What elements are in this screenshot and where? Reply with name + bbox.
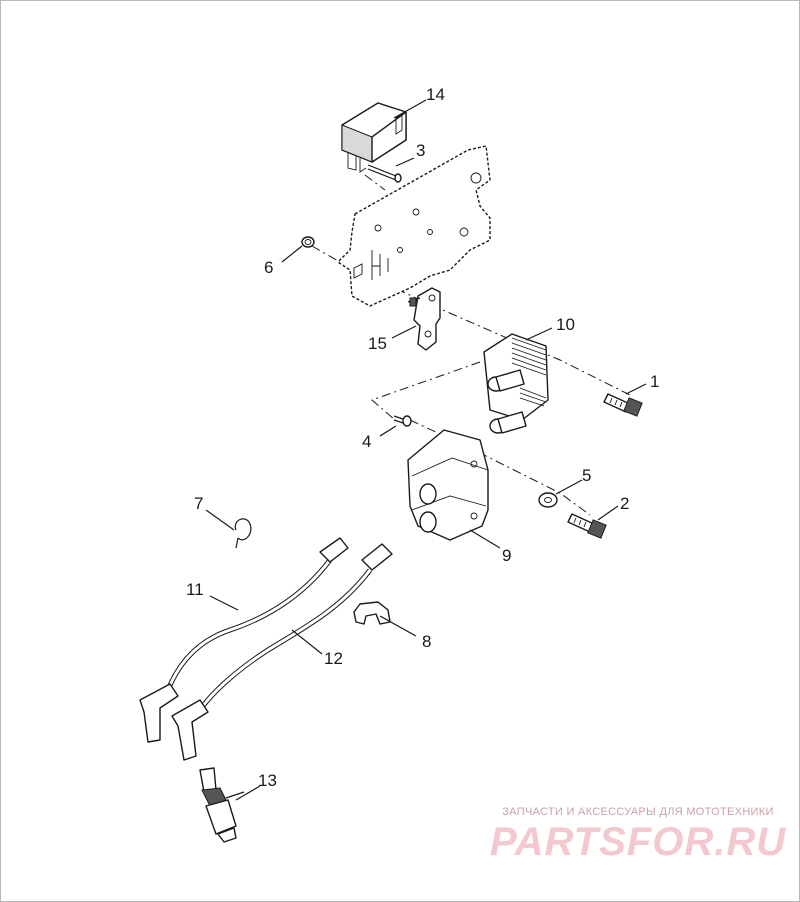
part-4-screw — [393, 415, 412, 427]
callout-7: 7 — [194, 494, 203, 513]
part-5-washer — [538, 492, 558, 508]
part-3-screw — [367, 164, 402, 183]
callout-11: 11 — [186, 580, 204, 599]
callout-13: 13 — [258, 771, 277, 790]
callout-6: 6 — [264, 258, 273, 277]
callout-12: 12 — [324, 649, 343, 668]
part-1-screw — [603, 393, 643, 417]
part-2-screw — [567, 513, 607, 539]
mounting-plate — [337, 145, 491, 307]
callout-10: 10 — [556, 315, 575, 334]
watermark: ЗАПЧАСТИ И АКСЕССУАРЫ ДЛЯ МОТОТЕХНИКИ PA… — [488, 806, 788, 865]
callout-14: 14 — [426, 85, 445, 104]
watermark-caption: ЗАПЧАСТИ И АКСЕССУАРЫ ДЛЯ МОТОТЕХНИКИ — [502, 806, 774, 818]
watermark-logo: PARTSFOR.RU — [489, 820, 787, 864]
callout-8: 8 — [422, 632, 431, 651]
callout-9: 9 — [502, 546, 511, 565]
part-15-bracket — [407, 287, 441, 351]
part-7-clip — [234, 518, 252, 549]
leader-lines — [205, 99, 647, 801]
part-8-wire-clip — [353, 601, 391, 625]
part-10-ignition-coil — [483, 333, 549, 434]
part-6-nut — [301, 236, 315, 248]
callout-5: 5 — [582, 466, 591, 485]
callout-15: 15 — [368, 334, 387, 353]
callout-1: 1 — [650, 372, 659, 391]
part-9-coil-cover — [407, 429, 489, 541]
callout-2: 2 — [620, 494, 629, 513]
callout-4: 4 — [362, 432, 371, 451]
part-13-spark-plug — [199, 767, 245, 843]
part-14-module — [341, 102, 407, 173]
callout-numbers: 14 3 6 15 10 1 4 5 2 9 7 8 11 12 13 — [186, 85, 659, 790]
callout-3: 3 — [416, 141, 425, 160]
part-11-12-spark-plug-wires — [139, 537, 393, 761]
